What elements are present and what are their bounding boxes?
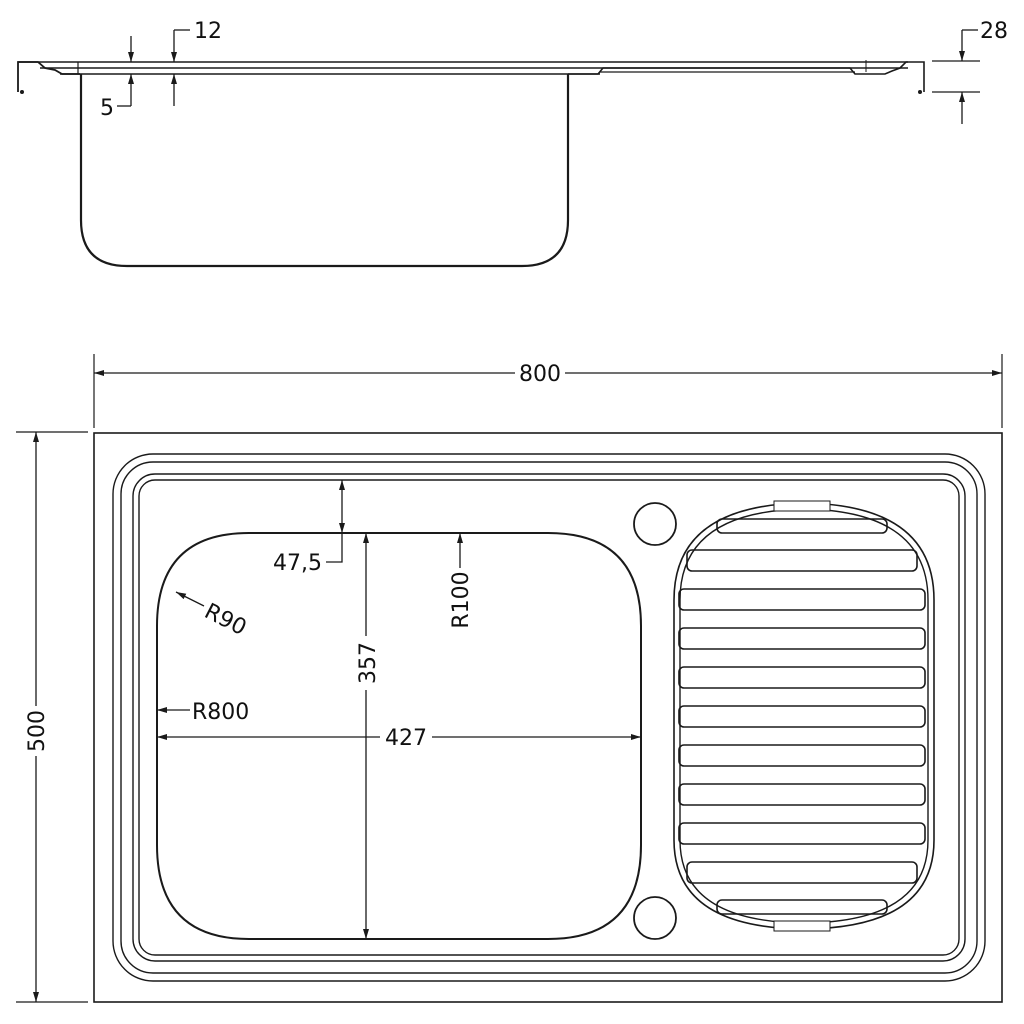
dimension-edge-drop: 28 — [932, 19, 1008, 124]
dimension-back-radius: R100 — [449, 533, 474, 629]
bowl-profile — [79, 74, 570, 268]
dimension-bowl-depth: 357 — [356, 533, 381, 939]
dim-label-500: 500 — [25, 710, 50, 752]
bowl-outline — [156, 532, 642, 940]
dimension-corner-radius: R90 — [175, 591, 250, 641]
dim-label-12: 12 — [194, 19, 222, 44]
dim-label-357: 357 — [356, 642, 381, 684]
dimension-side-radius: R800 — [157, 700, 249, 725]
dim-label-r90: R90 — [200, 599, 250, 641]
dim-label-r800: R800 — [192, 700, 249, 725]
dim-label-5: 5 — [100, 96, 114, 121]
dimension-bowl-offset: 47,5 — [273, 480, 345, 576]
sink-outline — [93, 432, 1003, 1003]
dim-label-28: 28 — [980, 19, 1008, 44]
dim-label-47-5: 47,5 — [273, 551, 322, 576]
dimension-flange-height: 12 — [171, 19, 222, 106]
rim-borders — [112, 453, 986, 982]
dimension-overall-depth: 500 — [16, 431, 88, 1003]
side-view — [17, 60, 925, 268]
dim-label-r100: R100 — [449, 571, 474, 628]
dimension-overall-width: 800 — [93, 354, 1003, 428]
tap-hole-top — [633, 502, 677, 546]
dimension-rim-thickness: 5 — [100, 36, 134, 121]
dim-label-427: 427 — [385, 726, 427, 751]
tap-hole-bottom — [633, 896, 677, 940]
dim-label-800: 800 — [519, 362, 561, 387]
dimension-bowl-width: 427 — [157, 726, 641, 751]
drainboard — [673, 500, 935, 932]
